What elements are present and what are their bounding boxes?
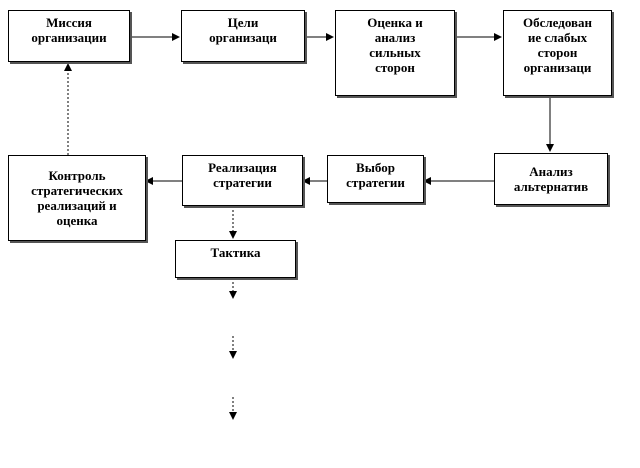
node-strengths: Оценка и анализ сильных сторон: [335, 10, 455, 96]
node-weaknesses: Обследован ие слабых сторон организаци: [503, 10, 612, 96]
node-mission: Миссия организации: [8, 10, 130, 62]
node-tactics: Тактика: [175, 240, 296, 278]
node-control: Контроль стратегических реализаций и оце…: [8, 155, 146, 241]
node-implementation: Реализация стратегии: [182, 155, 303, 206]
node-alternatives: Анализ альтернатив: [494, 153, 608, 205]
node-goals: Цели организаци: [181, 10, 305, 62]
node-choice: Выбор стратегии: [327, 155, 424, 203]
